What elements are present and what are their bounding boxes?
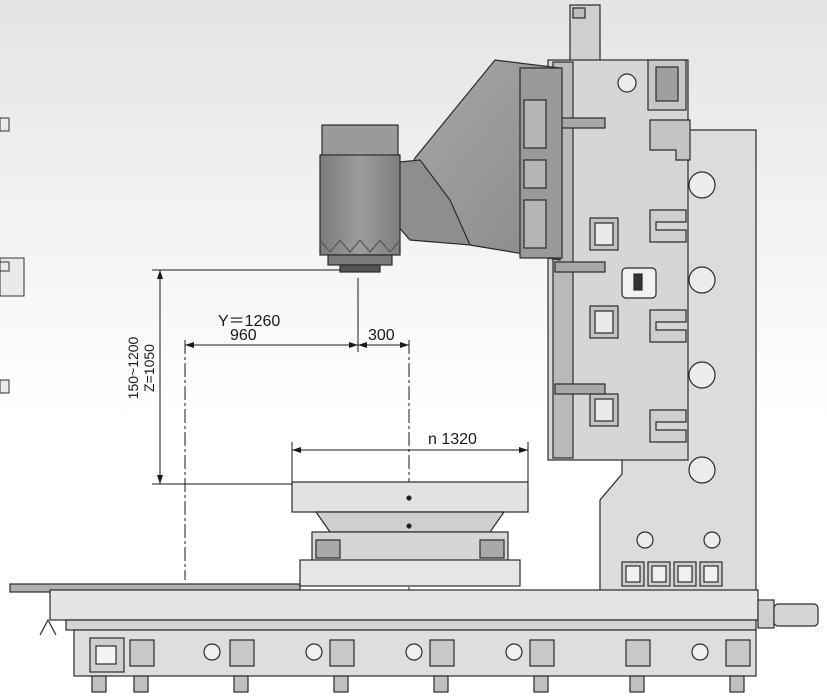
table-diameter-label: n 1320: [428, 431, 477, 448]
spindle-head: [319, 59, 563, 273]
rotary-table: [291, 481, 529, 587]
y-left-label: 960: [230, 327, 257, 344]
table-dimension: [291, 442, 529, 484]
z-dimension: [152, 269, 340, 485]
machine-bed: [9, 583, 819, 693]
z-range-label: 150~1200: [125, 336, 141, 399]
left-edge-fragments: [0, 117, 25, 394]
y-travel-label: Y＝1260: [218, 313, 280, 330]
z-travel-label: Z=1050: [141, 344, 157, 392]
y-right-label: 300: [368, 327, 395, 344]
